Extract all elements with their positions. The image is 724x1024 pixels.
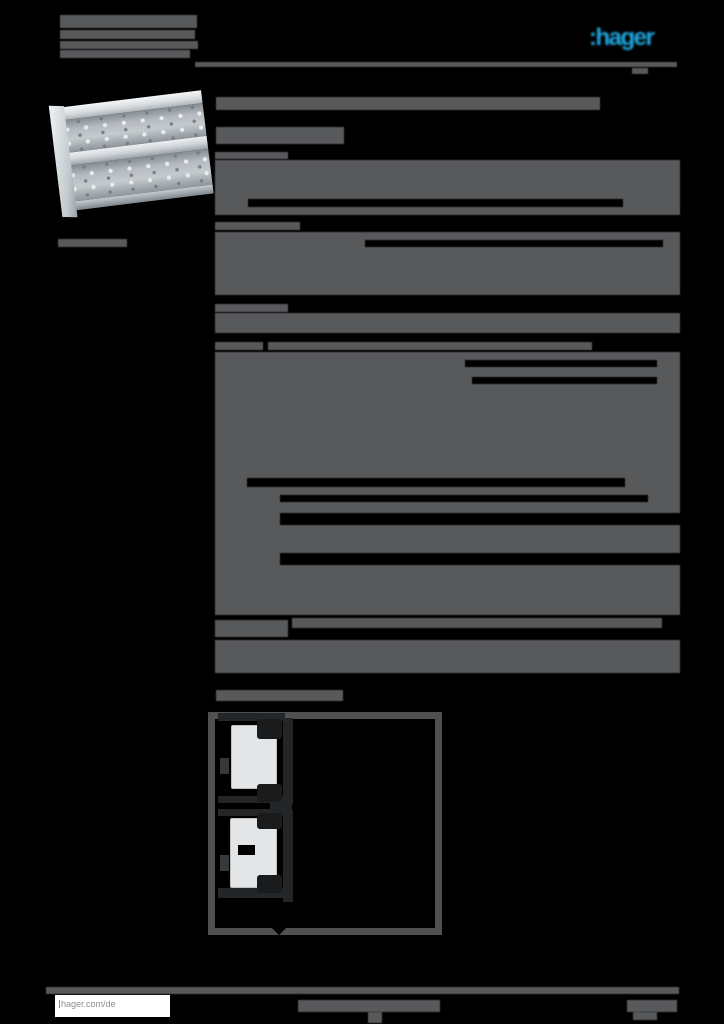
header-text-line-2 [60,30,195,39]
side-tab-lower [220,855,229,871]
section-3-paragraph [215,313,680,333]
logo-wordmark: hager [595,24,655,51]
page-title [216,97,600,110]
spec-row-value [268,342,592,350]
cover-plate-slot [238,845,255,855]
footer-center-text-tail [368,1012,382,1023]
drawing-frame-bottom [208,928,442,935]
header-text-line-1 [60,15,197,28]
text-gap [465,360,657,367]
header-rule [195,62,677,67]
section-5-paragraph [215,640,680,673]
spec-row-label [215,342,263,350]
footer-url-text: hager.com/de [61,999,116,1009]
section-2-heading [215,222,300,230]
mounting-hook-1 [257,719,282,739]
trunking-bottom-rail [218,888,285,898]
drawing-frame-left [208,712,215,935]
section-1-heading [215,152,288,159]
header-text-line-3 [60,41,198,49]
logo-colon: : [589,24,597,51]
text-gap [280,513,682,525]
mounting-hook-3 [257,813,282,829]
footer-logo-mark [59,1000,60,1008]
text-gap [280,495,648,502]
section-5-line [292,618,662,628]
intro-heading [216,127,344,144]
drawing-section-heading [216,690,343,701]
footer-page-number-tail [633,1012,657,1020]
drawing-frame-top [208,712,442,719]
text-gap [280,553,682,565]
section-3-heading [215,304,288,312]
product-ref-code [58,239,127,247]
hager-logo: :hager [589,24,673,52]
dimension-drawing [208,712,442,936]
footer-rule [46,987,679,994]
trunking-right-rail-upper [283,718,293,804]
footer-center-text [298,1000,440,1012]
trunking-mid-rail-a [218,796,285,803]
side-tab-upper [220,758,229,774]
text-gap [365,240,663,247]
trunking-right-rail-lower [283,810,293,902]
footer-url-link[interactable]: hager.com/de [55,995,170,1017]
text-gap [247,478,625,487]
text-gap [472,377,657,384]
logo-descender [632,68,648,74]
footer-page-number [627,1000,677,1012]
trunking-mid-rail-b [218,809,285,816]
mounting-hook-4 [257,875,282,893]
header-text-line-4 [60,50,190,58]
drawing-frame-right [435,712,442,935]
mounting-hook-2 [257,784,282,802]
section-5-heading [215,620,288,637]
text-gap [248,199,623,207]
trunking-top-rail [218,713,285,721]
